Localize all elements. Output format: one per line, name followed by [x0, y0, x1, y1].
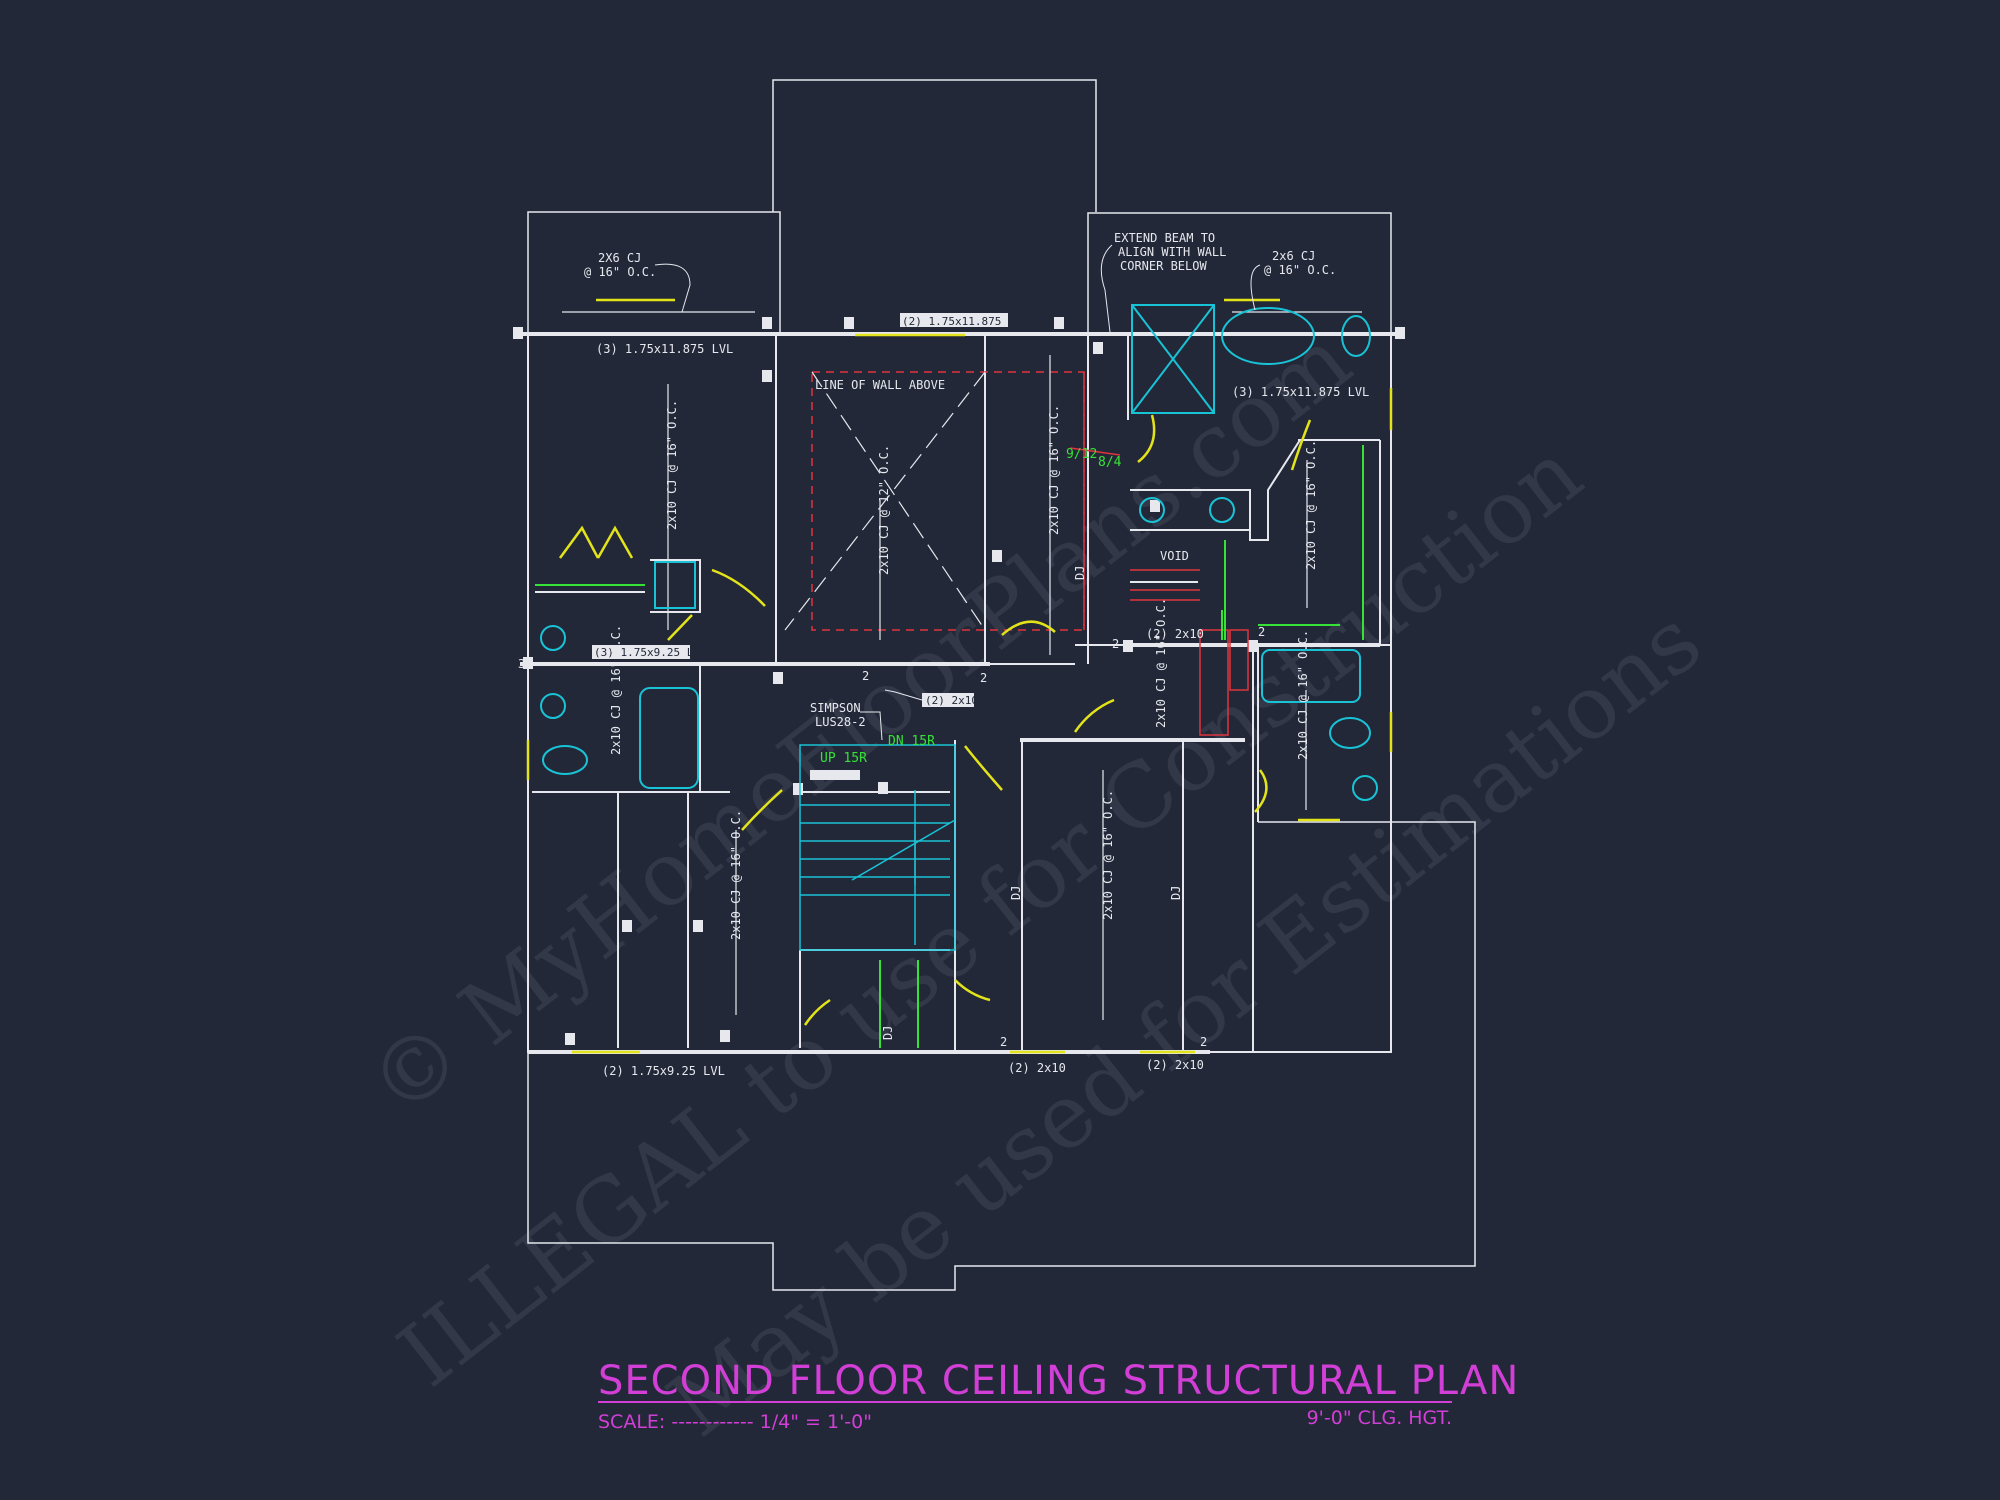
note-number: 2 [1200, 1035, 1207, 1049]
note-beam-bottom-left: (2) 1.75x9.25 LVL [602, 1064, 725, 1078]
note-cj-right-upper: 2x10 CJ @ 16" O.C. [1304, 440, 1318, 570]
note-number: 2 [862, 669, 869, 683]
leader-line [1100, 244, 1113, 333]
note-ratio-1: 9/12 [1066, 447, 1097, 462]
note-beam-bottom-right: (2) 2x10 [1146, 1058, 1204, 1072]
sink-icon [540, 693, 566, 719]
note-beam-bottom-mid: (2) 2x10 [1008, 1061, 1066, 1075]
toilet-icon [1341, 315, 1371, 357]
leader-line [1250, 264, 1261, 311]
note-beam-top-right: (3) 1.75x11.875 LVL [1232, 385, 1369, 399]
note-cj-bedroom-right: 2x10 CJ @ 16" O.C. [1101, 790, 1115, 920]
note-number: 2 [980, 671, 987, 685]
note-dj: DJ [1009, 886, 1023, 900]
leader-line [884, 689, 923, 701]
note-cj-bath-right: 2x10 CJ @ 16" O.C. [1296, 630, 1310, 760]
note-dj: DJ [1073, 566, 1087, 580]
hidden-lines [1069, 447, 1249, 736]
toilet-icon [542, 745, 588, 775]
note-dn: DN 15R [888, 734, 935, 749]
note-dj: DJ [1169, 886, 1183, 900]
span-arrows [562, 311, 1362, 1020]
leader-line [654, 263, 691, 313]
note-dj: DJ [881, 1026, 895, 1040]
note-cj-left-upper: 2x10 CJ @ 16" O.C. [665, 400, 679, 530]
note-simpson-1: SIMPSON [810, 701, 861, 715]
note-beam-mid-right: (2) 2x10 [1146, 627, 1204, 641]
beam-label-bg [900, 313, 1008, 327]
open-to-below [784, 371, 1085, 631]
toilet-icon [1329, 717, 1371, 749]
note-up: UP 15R [820, 751, 867, 766]
note-cj-top-left-2: @ 16" O.C. [584, 265, 656, 279]
sink-icon [1352, 775, 1378, 801]
note-number: 2 [1112, 637, 1119, 651]
sink-icon [1209, 497, 1235, 523]
note-beam-top-left: (3) 1.75x11.875 LVL [596, 342, 733, 356]
note-beam-top-center: (2) 1.75x11.875 LVL [902, 315, 1028, 328]
leader-line [860, 711, 883, 741]
sink-icon [540, 625, 566, 651]
bathtub-icon [1261, 649, 1361, 703]
note-beam-mid-left: (3) 1.75x9.25 LVL [594, 646, 707, 659]
watermark: © MyHomeFloorPlans.com ILLEGAL to use fo… [350, 308, 1720, 1456]
note-ratio-2: 8/4 [1098, 455, 1122, 470]
post-markers [513, 317, 1405, 1045]
tub-icon [1221, 307, 1315, 365]
note-cj-center-upper: 2x10 CJ @ 16" O.C. [1047, 405, 1061, 535]
note-cj-top-left-1: 2X6 CJ [598, 251, 641, 265]
note-line-of-wall: LINE OF WALL ABOVE [815, 378, 945, 392]
note-simpson-2: LUS28-2 [815, 715, 866, 729]
note-cj-top-right-2: @ 16" O.C. [1264, 263, 1336, 277]
note-number: 3 [518, 657, 525, 671]
note-extend-beam-3: CORNER BELOW [1120, 259, 1207, 273]
note-extend-beam-1: EXTEND BEAM TO [1114, 231, 1215, 245]
plumbing-fixtures [540, 304, 1378, 801]
note-cj-open-to-below: 2x10 CJ @ 12" O.C. [877, 445, 891, 575]
bathtub-icon [639, 687, 699, 789]
note-cj-bedroom-left: 2x10 CJ @ 16" O.C. [729, 810, 743, 940]
stair [799, 744, 956, 951]
doors [526, 298, 1393, 1054]
beam-label-bg [922, 693, 974, 707]
sink-icon [1139, 497, 1165, 523]
note-extend-beam-2: ALIGN WITH WALL [1118, 245, 1226, 259]
drawing-title: SECOND FLOOR CEILING STRUCTURAL PLAN [598, 1358, 1519, 1404]
linen-closet-icon [654, 561, 696, 609]
ceiling-height: 9'-0" CLG. HGT. [1307, 1407, 1452, 1429]
title-block: SECOND FLOOR CEILING STRUCTURAL PLAN SCA… [598, 1358, 1519, 1433]
annotations: 2X6 CJ @ 16" O.C. EXTEND BEAM TO ALIGN W… [518, 231, 1369, 1078]
note-number: 2 [1258, 625, 1265, 639]
shower-icon [1131, 304, 1215, 414]
note-cj-top-right-1: 2x6 CJ [1272, 249, 1315, 263]
beam-label-bg [592, 645, 690, 659]
note-beam-hall: (2) 2x10 [925, 694, 978, 707]
note-void: VOID [1160, 549, 1189, 563]
note-number: 2 [1000, 1035, 1007, 1049]
joist-labels: 2x10 CJ @ 16" O.C. 2x10 CJ @ 12" O.C. 2x… [609, 400, 1318, 1040]
note-cj-closet: 2x10 CJ @ 16" O.C. [1154, 598, 1168, 728]
drawing-scale: SCALE: ------------ 1/4" = 1'-0" [598, 1411, 872, 1433]
green-marks [535, 445, 1364, 1048]
note-cj-bath-left: 2x10 CJ @ 16" O.C. [609, 625, 623, 755]
